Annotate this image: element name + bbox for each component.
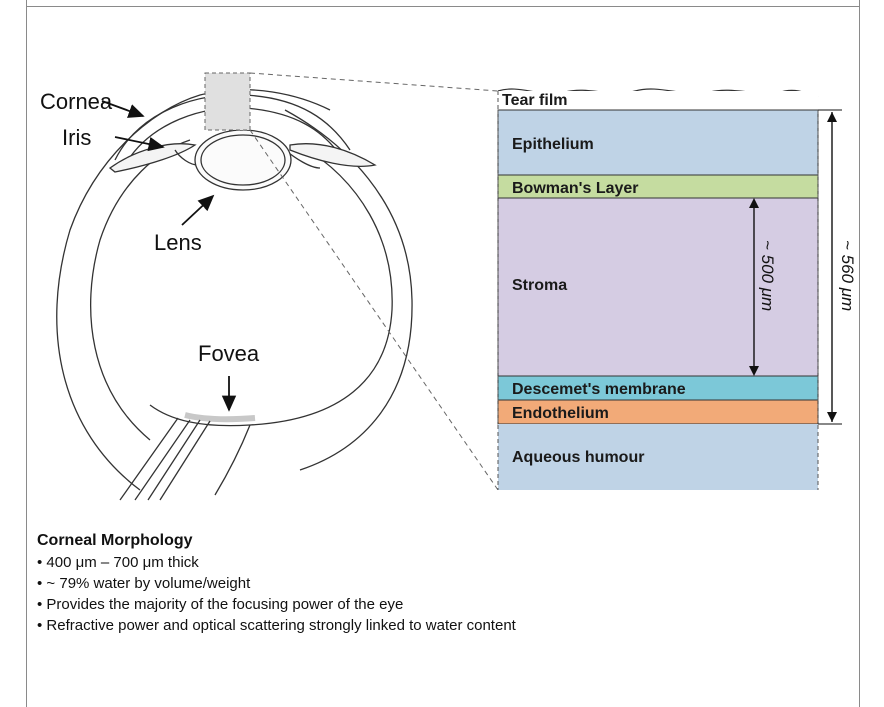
corneal-region-highlight [205, 73, 250, 130]
optic-nerve-1 [120, 418, 178, 500]
bowmans-label: Bowman's Layer [512, 180, 639, 197]
fovea-region [185, 415, 255, 419]
lens-shape [195, 130, 291, 190]
zoom-line-top [250, 73, 498, 91]
caption: Corneal Morphology 400 μm – 700 μm thick… [37, 532, 837, 636]
descemets-label: Descemet's membrane [512, 381, 686, 398]
aqueous-label: Aqueous humour [512, 449, 644, 466]
caption-bullet: 400 μm – 700 μm thick [37, 552, 837, 573]
fovea-label: Fovea [198, 341, 260, 366]
zoom-line-bottom [250, 130, 498, 490]
lens-arrow [182, 196, 213, 225]
optic-nerve-2 [135, 420, 190, 500]
retina-inner-right [150, 145, 392, 426]
caption-bullets: 400 μm – 700 μm thick ~ 79% water by vol… [37, 552, 837, 636]
iris-label: Iris [62, 125, 91, 150]
sclera-lower-right [215, 425, 250, 495]
cornea-diagram: Cornea Iris Lens Fovea Tear film Epithel… [0, 0, 884, 530]
optic-nerve-3 [148, 420, 200, 500]
total-dimension: ~ 560 μm [818, 110, 857, 424]
caption-title: Corneal Morphology [37, 532, 837, 550]
stroma-label: Stroma [512, 277, 567, 294]
tear-film-label: Tear film [502, 92, 568, 109]
retina-inner [91, 140, 190, 440]
epithelium-label: Epithelium [512, 136, 594, 153]
caption-bullet: Refractive power and optical scattering … [37, 615, 837, 636]
eye-cross-section [57, 73, 412, 500]
caption-bullet: ~ 79% water by volume/weight [37, 573, 837, 594]
stroma-thickness-label: ~ 500 μm [758, 240, 777, 311]
caption-bullet: Provides the majority of the focusing po… [37, 594, 837, 615]
lens-label: Lens [154, 230, 202, 255]
total-thickness-label: ~ 560 μm [838, 240, 857, 311]
endothelium-label: Endothelium [512, 405, 609, 422]
